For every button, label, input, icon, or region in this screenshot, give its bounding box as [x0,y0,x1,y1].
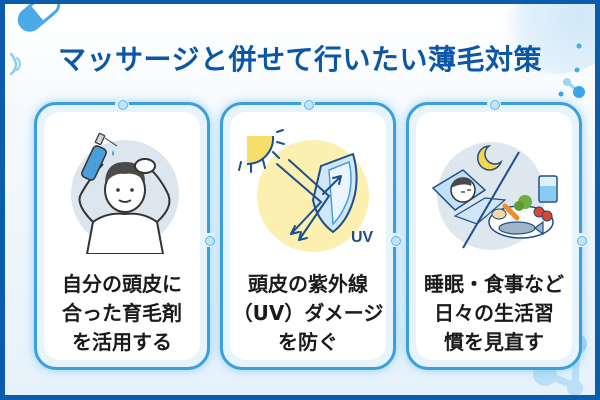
card-notch [301,99,315,110]
card-notch [487,99,501,110]
card-uv-protection: UV 頭皮の紫外線 （UV）ダメージ を防ぐ [220,99,401,370]
card-text-line: 自分の頭皮に [62,272,182,296]
card-lifestyle: 睡眠・食事など 日々の生活習 慣を見直す [406,99,587,370]
card-text-line: （UV）ダメージ [232,301,384,325]
card-notch [390,233,401,247]
card-text: 自分の頭皮に 合った育毛剤 を活用する [44,270,200,357]
tonic-bottle-icon [12,4,66,37]
uv-label: UV [351,229,374,246]
sleep-and-meal-icon [431,142,558,250]
card-text: 頭皮の紫外線 （UV）ダメージ を防ぐ [230,270,386,357]
card-text-line: 慣を見直す [444,330,544,354]
card-text-line: を防ぐ [278,330,338,354]
card-text: 睡眠・食事など 日々の生活習 慣を見直す [416,270,572,357]
card-text-line: 頭皮の紫外線 [248,272,368,296]
card-text-line: を活用する [72,330,172,354]
spray-arc-icon [9,52,21,76]
card-text-line: 睡眠・食事など [424,272,564,296]
card-notch [576,233,587,247]
card-hair-tonic: 自分の頭皮に 合った育毛剤 を活用する [34,99,215,370]
person-applying-hair-tonic-icon [71,132,179,254]
decorative-blob [495,4,595,74]
page-title: マッサージと併せて行いたい薄毛対策 [58,43,542,76]
molecule-dots-icon [558,43,585,98]
card-text-line: 日々の生活習 [434,301,554,325]
uv-shield-icon: UV [238,129,374,252]
card-notch [204,233,215,247]
card-text-line: 合った育毛剤 [62,301,182,325]
card-notch [115,99,129,110]
